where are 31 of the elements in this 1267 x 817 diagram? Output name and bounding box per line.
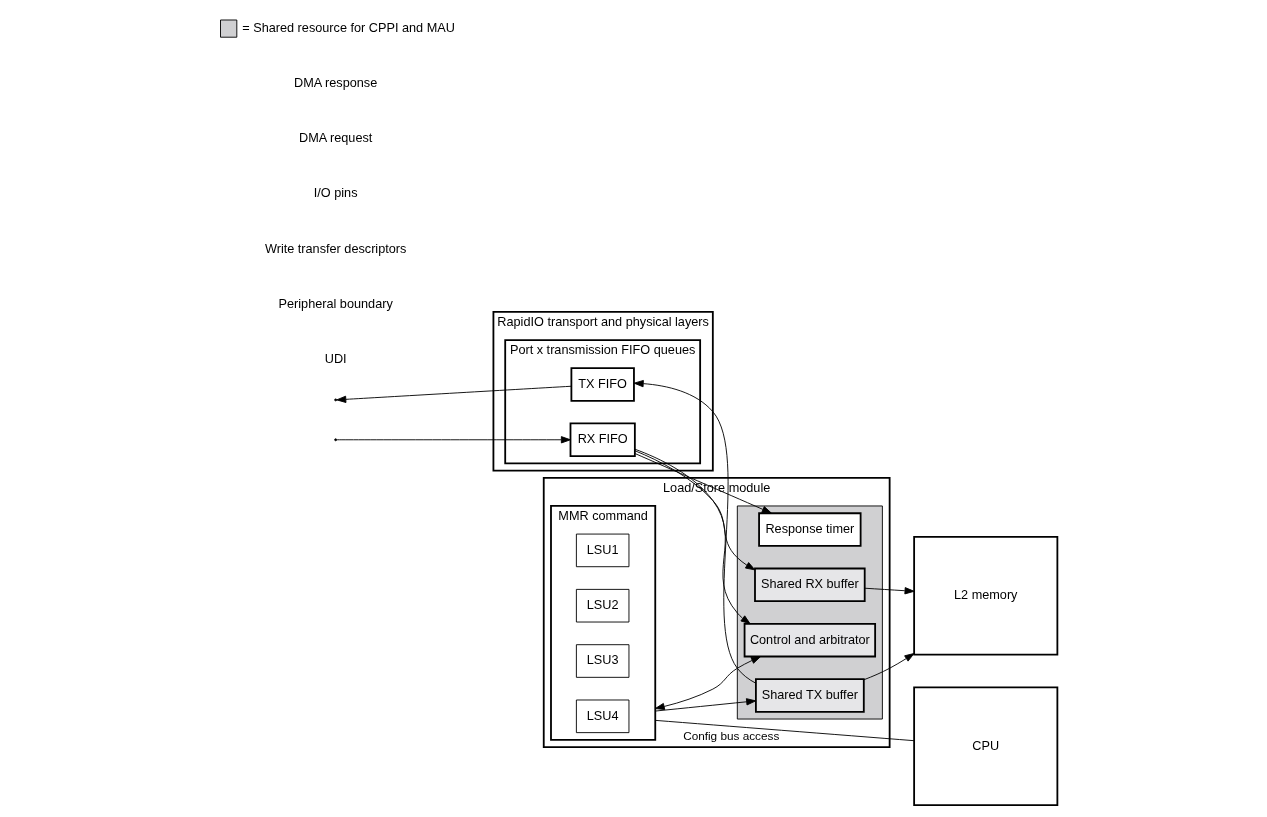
- arrow: [654, 698, 757, 712]
- arrow: [633, 380, 757, 684]
- label: DMA request: [298, 131, 373, 146]
- arrow: [863, 653, 915, 681]
- arrow: [634, 453, 772, 514]
- connector: [654, 719, 915, 742]
- legend-label: = Shared resource for CPPI and MAU: [242, 20, 455, 35]
- node-box: Control and arbitrator: [743, 622, 877, 658]
- node-box: Response timer: [758, 512, 862, 547]
- arrow: [634, 448, 751, 625]
- edge-label: Config bus access: [683, 728, 780, 742]
- label: UDI: [324, 352, 347, 367]
- arrow: [336, 385, 572, 403]
- node-box: Shared RX buffer: [754, 567, 866, 603]
- node-box: LSU1: [575, 533, 630, 568]
- node-box: TX FIFO: [570, 367, 635, 402]
- node-box: CPU: [913, 686, 1059, 807]
- node-box: LSU4: [575, 699, 630, 734]
- arrow: [634, 450, 756, 571]
- node-box: L2 memory: [913, 535, 1059, 656]
- label: DMA response: [294, 75, 378, 90]
- node-box: LSU2: [575, 588, 630, 623]
- label: I/O pins: [313, 186, 358, 201]
- node-box: RX FIFO: [569, 422, 636, 457]
- node-box: LSU3: [575, 644, 630, 678]
- label: Peripheral boundary: [278, 297, 393, 312]
- node-box: Shared TX buffer: [755, 678, 865, 713]
- label: Write transfer descriptors: [264, 241, 407, 256]
- arrow: [864, 587, 915, 595]
- arrow: [336, 436, 571, 444]
- arrow: [654, 656, 761, 711]
